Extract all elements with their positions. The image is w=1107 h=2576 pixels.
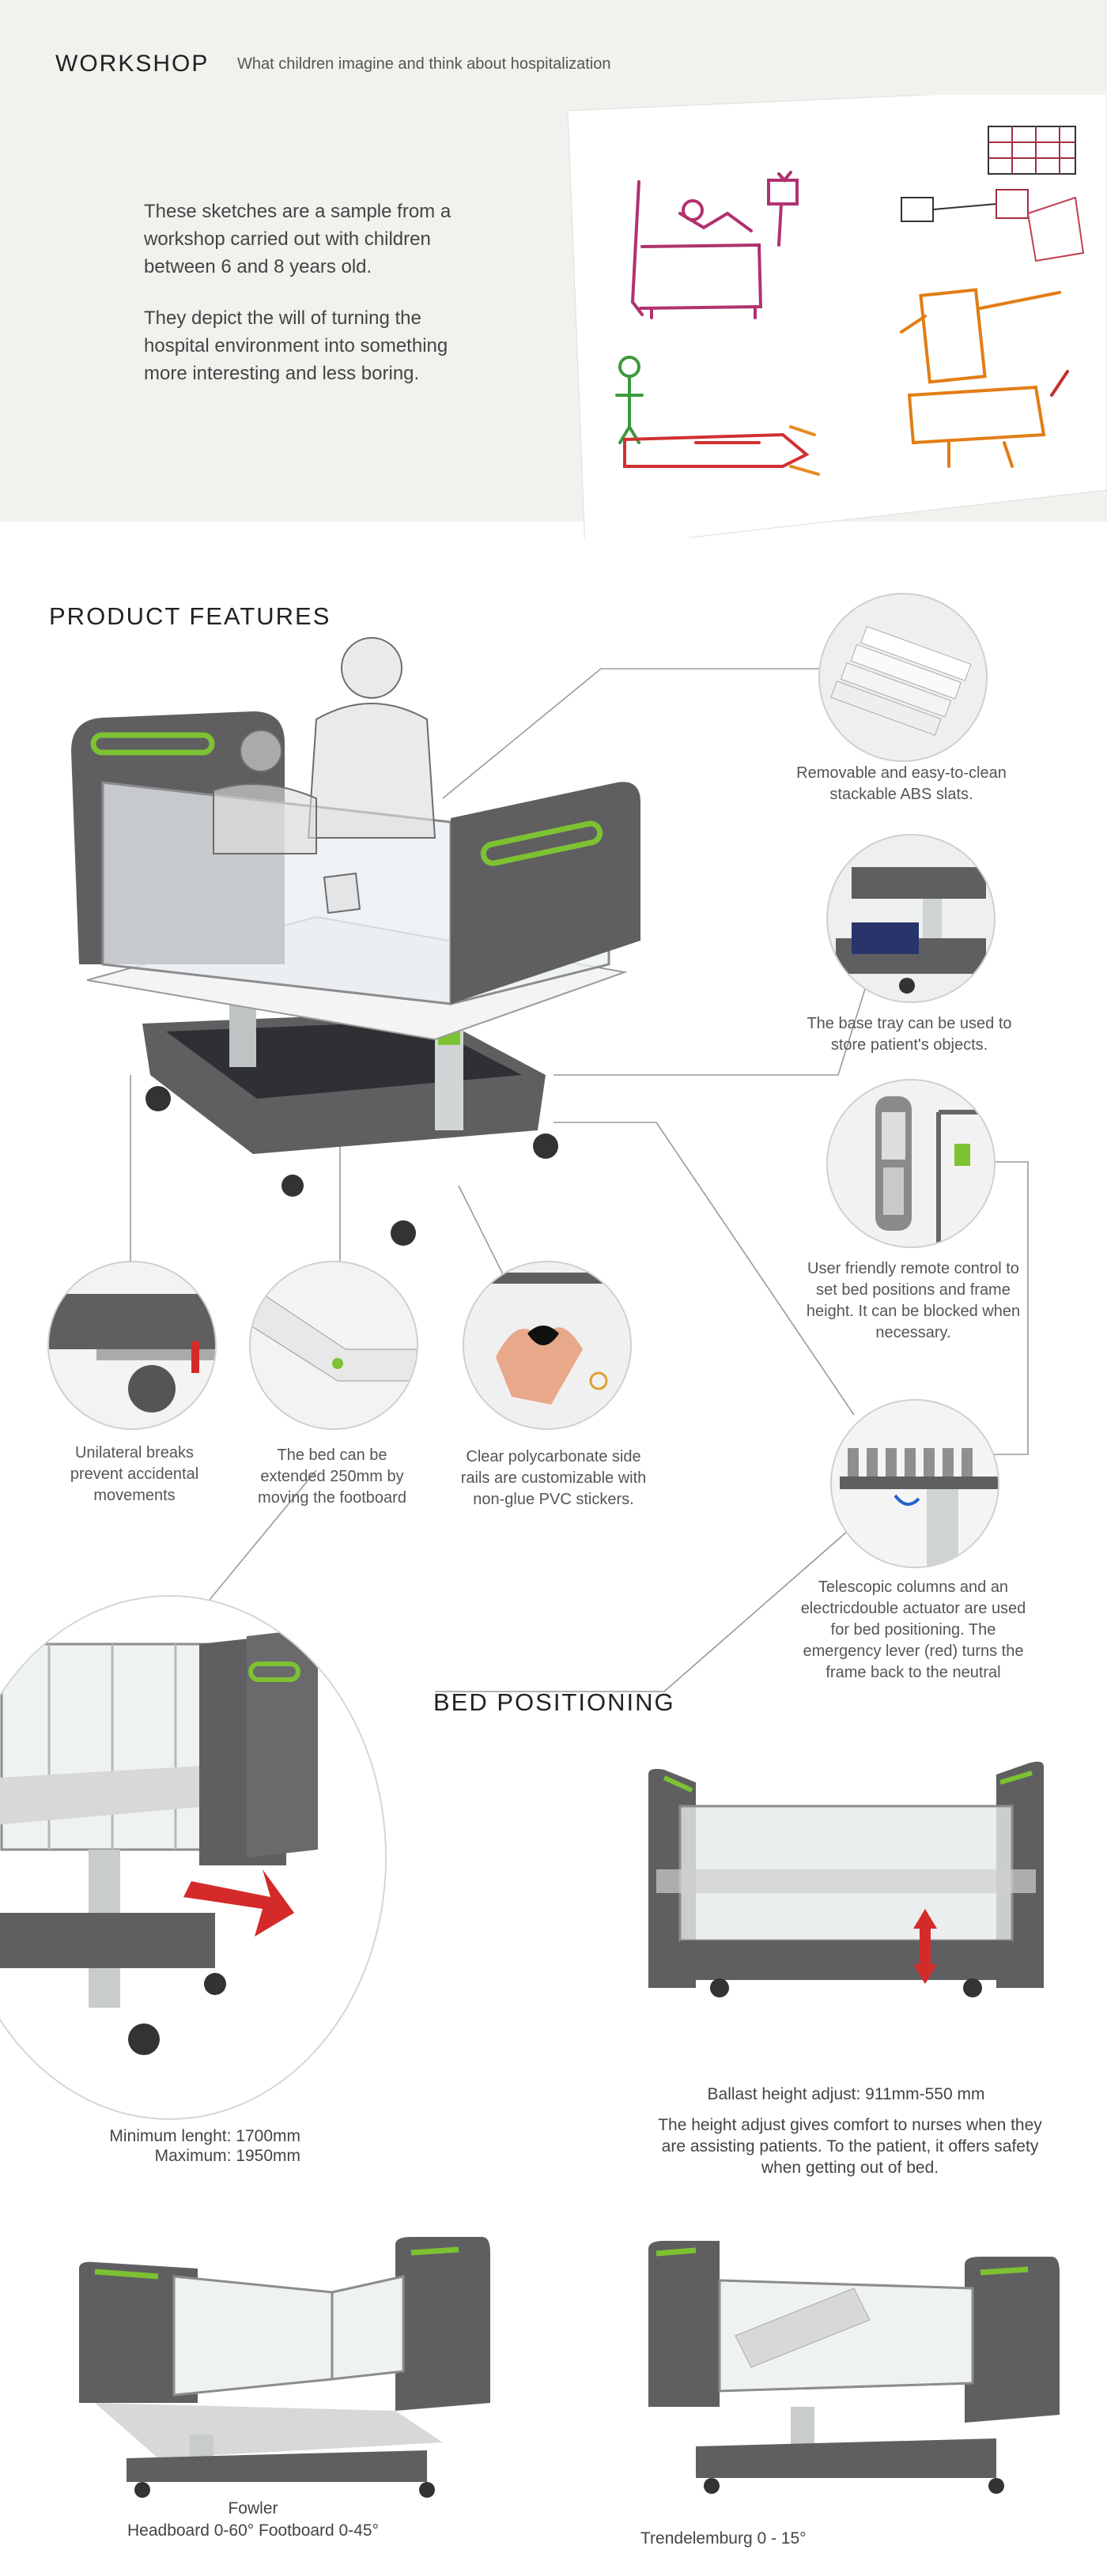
ballast-title: Ballast height adjust: 911mm-550 mm bbox=[707, 2085, 985, 2103]
sketch-orange-person-drawing bbox=[900, 288, 1069, 468]
slats-caption: Removable and easy-to-clean stackable AB… bbox=[796, 764, 1007, 803]
brakes-caption: Unilateral breaks prevent accidental mov… bbox=[70, 1444, 199, 1504]
workshop-title: WORKSHOP bbox=[55, 51, 210, 77]
trendelenburg-bed-image bbox=[633, 2225, 1075, 2502]
sketch-figure-drawing bbox=[615, 356, 820, 476]
fowler-description: Headboard 0-60° Footboard 0-45° bbox=[127, 2521, 379, 2540]
remote-control-caption: User friendly remote control to set bed … bbox=[806, 1260, 1021, 1341]
base-tray-detail-image bbox=[826, 834, 996, 1003]
height-adjust-image bbox=[633, 1751, 1060, 2067]
children-sketches-sheet bbox=[554, 86, 1107, 550]
telescopic-columns-detail-image bbox=[830, 1399, 999, 1568]
fowler-bed-image bbox=[63, 2221, 506, 2506]
brake-detail-image bbox=[47, 1261, 217, 1430]
ballast-description: The height adjust gives comfort to nurse… bbox=[658, 2116, 1042, 2177]
extension-detail-image bbox=[249, 1261, 418, 1430]
fowler-title: Fowler bbox=[228, 2499, 278, 2518]
bed-extension-image bbox=[0, 1595, 387, 2120]
fowler-caption: Fowler Headboard 0-60° Footboard 0-45° bbox=[79, 2498, 427, 2542]
extension-caption: The bed can be extended 250mm by moving … bbox=[258, 1446, 406, 1507]
length-min: Minimum lenght: 1700mm bbox=[109, 2127, 300, 2145]
main-bed-illustration bbox=[55, 632, 656, 1265]
slats-detail-image bbox=[818, 593, 988, 762]
length-max: Maximum: 1950mm bbox=[154, 2147, 300, 2165]
features-title: PRODUCT FEATURES bbox=[49, 602, 331, 630]
side-rails-caption: Clear polycarbonate side rails are custo… bbox=[460, 1448, 647, 1508]
workshop-paragraph-2: They depict the will of turning the hosp… bbox=[144, 307, 448, 384]
workshop-paragraph-1: These sketches are a sample from a works… bbox=[144, 201, 451, 277]
sketch-bed-drawing bbox=[631, 171, 799, 319]
telescopic-columns-caption: Telescopic columns and an electricdouble… bbox=[800, 1578, 1026, 1681]
base-tray-caption: The base tray can be used to store patie… bbox=[807, 1015, 1012, 1054]
side-rail-sticker-detail-image bbox=[463, 1261, 632, 1430]
trendelenburg-caption: Trendelemburg 0 - 15° bbox=[640, 2529, 807, 2548]
positioning-title: BED POSITIONING bbox=[433, 1688, 675, 1716]
workshop-subtitle: What children imagine and think about ho… bbox=[237, 55, 611, 73]
length-caption: Minimum lenght: 1700mm Maximum: 1950mm bbox=[79, 2126, 300, 2166]
sketch-machine-drawing bbox=[901, 126, 1085, 262]
remote-control-detail-image bbox=[826, 1079, 996, 1248]
